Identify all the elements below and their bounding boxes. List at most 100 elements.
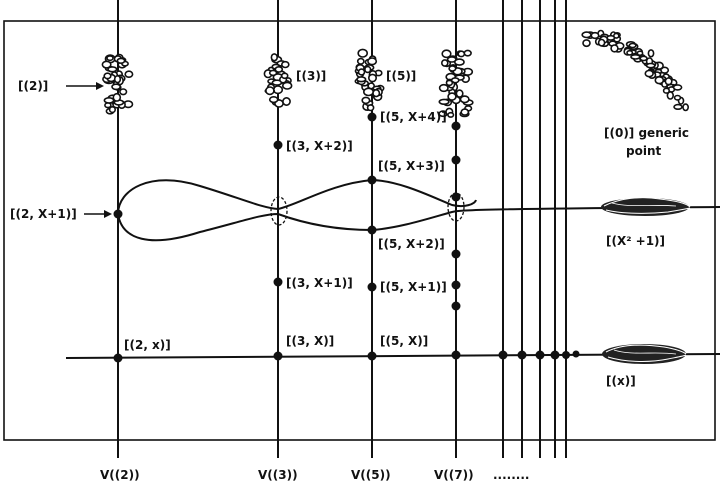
generic-cluster-7	[438, 49, 474, 118]
cluster-oval	[356, 76, 367, 83]
point-7-x	[451, 350, 461, 360]
label-ideal-2-x: [(2, x)]	[124, 338, 171, 352]
cluster-oval	[101, 60, 112, 69]
cluster-oval	[662, 87, 671, 94]
cluster-oval	[357, 68, 366, 76]
cluster-oval	[682, 103, 689, 112]
point-5-x2	[367, 225, 377, 235]
cluster-oval	[104, 102, 112, 109]
cluster-oval	[107, 66, 118, 73]
cluster-oval	[268, 69, 278, 77]
cluster-oval	[636, 50, 644, 57]
cluster-oval	[280, 72, 289, 80]
cluster-oval	[361, 96, 371, 105]
point-7	[451, 192, 461, 202]
point-extra	[517, 350, 527, 360]
cluster-oval	[265, 86, 275, 96]
label-ideal-2: [(2)]	[18, 79, 48, 93]
point-3-x1	[273, 277, 283, 287]
point-7	[451, 155, 461, 165]
point-extra	[535, 350, 545, 360]
cluster-oval	[610, 44, 619, 53]
cluster-oval	[664, 77, 673, 86]
cluster-oval	[457, 50, 466, 58]
cluster-oval	[582, 39, 591, 48]
label-ideal-5: [(5)]	[386, 69, 416, 83]
label-ideal-3-x2: [(3, X+2)]	[286, 139, 353, 153]
cluster-oval	[367, 57, 378, 66]
label-ideal-3-x1: [(3, X+1)]	[286, 276, 353, 290]
curve-x2-plus-1-lower	[117, 206, 720, 242]
cluster-oval	[268, 95, 279, 104]
cluster-oval	[666, 91, 674, 100]
point-7	[451, 301, 461, 311]
cluster-oval	[590, 31, 600, 40]
label-ideal-x2-plus-1: [(X² +1)]	[606, 234, 665, 248]
point-extra	[550, 350, 560, 360]
point-5-x1	[367, 282, 377, 292]
cluster-oval	[654, 75, 665, 85]
curve-x2-plus-1	[117, 178, 477, 215]
cluster-oval	[672, 84, 683, 91]
label-ideal-3: [(3)]	[296, 69, 326, 83]
cluster-oval	[673, 94, 682, 101]
cluster-oval	[447, 92, 457, 101]
axis-label-fiber-7: V((7))	[434, 468, 474, 482]
point-3-x	[273, 351, 283, 361]
cluster-oval	[441, 49, 452, 59]
point-extra	[562, 351, 570, 359]
point-7	[451, 249, 461, 259]
cluster-oval	[362, 87, 374, 97]
cluster-oval	[366, 104, 375, 112]
point-7	[451, 121, 461, 131]
cluster-oval	[124, 70, 134, 78]
cluster-oval	[108, 105, 116, 114]
point-5-x4	[367, 112, 377, 122]
generic-point-cluster	[581, 29, 689, 112]
label-ideal-5-x3: [(5, X+3)]	[378, 159, 445, 173]
cluster-oval	[282, 97, 291, 107]
point-5-x	[367, 351, 377, 361]
point-extra	[498, 350, 508, 360]
cluster-oval	[455, 89, 464, 98]
label-ideal-5-x1: [(5, X+1)]	[380, 280, 447, 294]
cluster-oval	[626, 49, 634, 56]
cluster-oval	[280, 60, 290, 69]
cluster-oval	[357, 48, 369, 58]
crossing-mark-3	[270, 196, 288, 226]
point-extra	[572, 350, 580, 358]
cluster-oval	[597, 38, 606, 47]
cluster-oval	[447, 111, 455, 118]
point-2-x	[113, 353, 123, 363]
generic-cluster-2	[101, 53, 134, 115]
label-generic-point-2: point	[626, 144, 661, 158]
cluster-oval	[463, 49, 472, 57]
generic-cluster-3	[263, 53, 293, 108]
label-ideal-x: [(x)]	[606, 374, 636, 388]
cluster-oval	[644, 69, 654, 78]
point-5-x3	[367, 175, 377, 185]
cluster-oval	[438, 98, 450, 106]
cluster-oval	[453, 58, 465, 66]
cluster-oval	[459, 95, 470, 104]
cluster-oval	[356, 57, 365, 65]
generic-point-x-blob	[602, 344, 687, 364]
cluster-oval	[448, 65, 457, 72]
cluster-oval	[119, 88, 128, 96]
cluster-oval	[367, 73, 377, 83]
point-3-x2	[273, 140, 283, 150]
axis-ellipsis: ........	[493, 468, 529, 482]
label-ideal-5-x4: [(5, X+4)]	[380, 110, 447, 124]
generic-point-x2-plus-1-blob	[601, 197, 691, 216]
cluster-oval	[445, 79, 454, 87]
cluster-oval	[111, 83, 121, 91]
axis-label-fiber-2: V((2))	[100, 468, 140, 482]
cluster-oval	[673, 103, 683, 110]
frame-border	[3, 20, 716, 441]
point-2-x1	[113, 209, 123, 219]
arrow-ideal-2-x1-head	[104, 210, 112, 218]
axis-label-fiber-3: V((3))	[258, 468, 298, 482]
label-generic-point-1: [(0)] generic	[604, 126, 689, 140]
